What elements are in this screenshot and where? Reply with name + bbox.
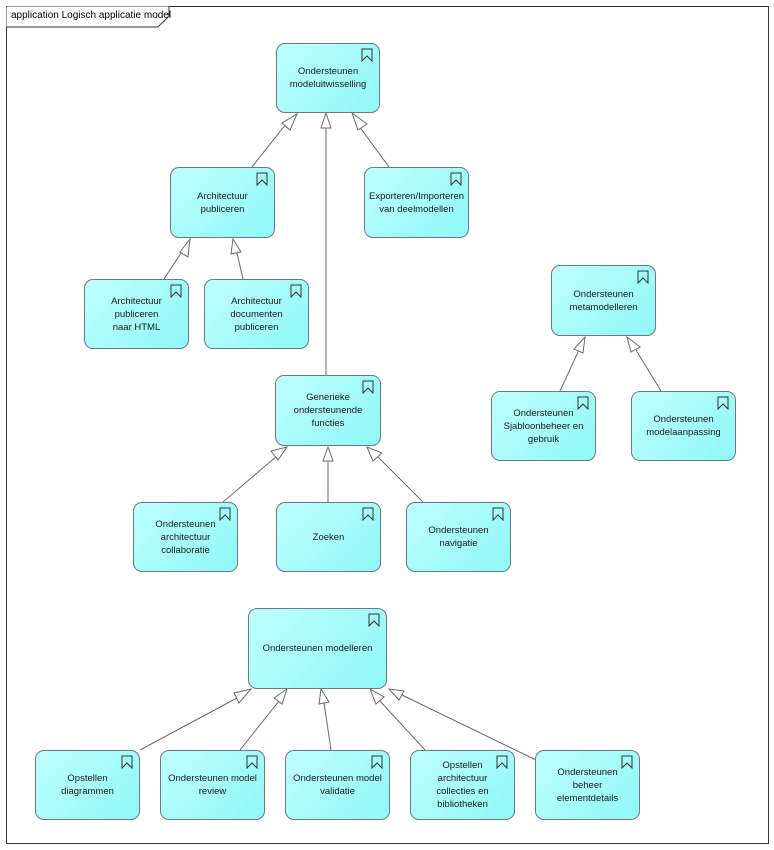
application-function-icon: [496, 755, 508, 769]
node-ondersteunen-modelleren[interactable]: Ondersteunen modelleren: [248, 608, 387, 689]
application-function-icon: [170, 284, 182, 298]
application-function-icon: [362, 380, 374, 394]
node-zoeken[interactable]: Zoeken: [276, 502, 381, 572]
arrowhead: [270, 446, 289, 461]
node-label: Zoeken: [312, 531, 345, 543]
edge-review[interactable]: [239, 700, 280, 751]
application-function-icon: [368, 613, 380, 627]
node-label: Architectuur documenten publiceren: [230, 295, 283, 333]
arrowhead: [366, 446, 383, 462]
frame-title: application Logisch applicatie model: [11, 10, 172, 21]
edge-arch-docs[interactable]: [236, 252, 244, 280]
node-label: Ondersteunen model validatie: [293, 773, 382, 797]
arrowhead: [281, 112, 299, 131]
diagram-frame: [6, 6, 769, 844]
node-label: Architectuur publiceren naar HTML: [111, 295, 162, 333]
arrowhead: [230, 237, 242, 255]
node-opstellen-diagrammen[interactable]: Opstellen diagrammen: [35, 750, 140, 820]
node-ondersteunen-navigatie[interactable]: Ondersteunen navigatie: [406, 502, 511, 572]
edge-navigatie[interactable]: [377, 456, 424, 503]
node-label: Generieke ondersteunende functies: [293, 392, 363, 429]
arrowhead: [318, 687, 330, 705]
node-label: Ondersteunen architectuur collaboratie: [155, 518, 216, 556]
application-function-icon: [362, 507, 374, 521]
arrowhead: [273, 687, 288, 705]
node-label: Ondersteunen modelaanpassing: [646, 414, 721, 438]
node-ondersteunen-metamodelleren[interactable]: Ondersteunen metamodelleren: [551, 265, 656, 336]
node-exporteren-importeren[interactable]: Exporteren/Importeren van deelmodellen: [364, 167, 469, 238]
edge-diagrammen[interactable]: [139, 697, 238, 751]
edge-export-import[interactable]: [358, 125, 390, 168]
node-label: Ondersteunen modelleren: [262, 643, 373, 654]
edge-collaboratie[interactable]: [222, 455, 278, 503]
application-function-icon: [492, 507, 504, 521]
node-label: Opstellen diagrammen: [61, 773, 114, 797]
edge-validatie[interactable]: [323, 702, 332, 751]
arrowhead: [350, 111, 368, 131]
node-architectuur-publiceren[interactable]: Architectuur publiceren: [170, 167, 275, 238]
application-function-icon: [577, 396, 589, 410]
arrowhead: [179, 237, 191, 258]
arrowhead: [320, 111, 332, 129]
node-generieke-functies[interactable]: Generieke ondersteunende functies: [275, 375, 381, 446]
node-ondersteunen-modelaanpassing[interactable]: Ondersteunen modelaanpassing: [631, 391, 736, 461]
node-ondersteunen-collaboratie[interactable]: Ondersteunen architectuur collaboratie: [133, 502, 238, 572]
node-ondersteunen-modeluitwisselling[interactable]: Ondersteunen modeluitwisselling: [276, 43, 380, 113]
node-label: Ondersteunen Sjabloonbeheer en gebruik: [503, 407, 584, 445]
node-label: Opstellen architectuur collecties en bib…: [436, 760, 489, 810]
application-function-icon: [637, 270, 649, 284]
node-label: Ondersteunen metamodelleren: [569, 288, 638, 313]
node-label: Ondersteunen beheer elementdetails: [556, 766, 619, 804]
node-ondersteunen-elementdetails[interactable]: Ondersteunen beheer elementdetails: [535, 750, 640, 820]
arrowhead: [387, 688, 405, 701]
application-function-icon: [219, 507, 231, 521]
application-function-icon: [361, 48, 373, 62]
arrowhead: [369, 687, 385, 705]
edge-elementdetails[interactable]: [401, 694, 537, 761]
application-function-icon: [621, 755, 633, 769]
application-function-icon: [246, 755, 258, 769]
edge-sjabloon[interactable]: [559, 349, 580, 392]
arrowhead: [322, 445, 334, 462]
edge-arch-html[interactable]: [163, 249, 184, 280]
node-opstellen-collecties[interactable]: Opstellen architectuur collecties en bib…: [410, 750, 515, 820]
application-function-icon: [371, 755, 383, 769]
node-label: Exporteren/Importeren van deelmodellen: [368, 190, 465, 215]
node-ondersteunen-model-review[interactable]: Ondersteunen model review: [160, 750, 265, 820]
edge-collecties[interactable]: [379, 700, 426, 751]
application-function-icon: [717, 396, 729, 410]
node-ondersteunen-sjabloonbeheer[interactable]: Ondersteunen Sjabloonbeheer en gebruik: [491, 391, 596, 461]
application-function-icon: [450, 172, 462, 186]
application-function-icon: [290, 284, 302, 298]
arrowhead: [573, 335, 586, 354]
node-label: Ondersteunen model review: [168, 773, 257, 797]
node-label: Ondersteunen modeluitwisselling: [289, 66, 367, 90]
arrowhead: [233, 688, 253, 704]
node-ondersteunen-model-validatie[interactable]: Ondersteunen model validatie: [285, 750, 390, 820]
application-function-icon: [121, 755, 133, 769]
node-architectuur-publiceren-html[interactable]: Architectuur publiceren naar HTML: [84, 279, 189, 349]
application-function-icon: [256, 172, 268, 186]
node-architectuur-documenten[interactable]: Architectuur documenten publiceren: [204, 279, 309, 349]
edge-arch-publiceren[interactable]: [251, 118, 291, 168]
arrowhead: [626, 335, 641, 353]
node-label: Ondersteunen navigatie: [428, 525, 489, 549]
edge-modelaanpassing[interactable]: [635, 349, 662, 392]
node-label: Architectuur publiceren: [197, 190, 248, 215]
